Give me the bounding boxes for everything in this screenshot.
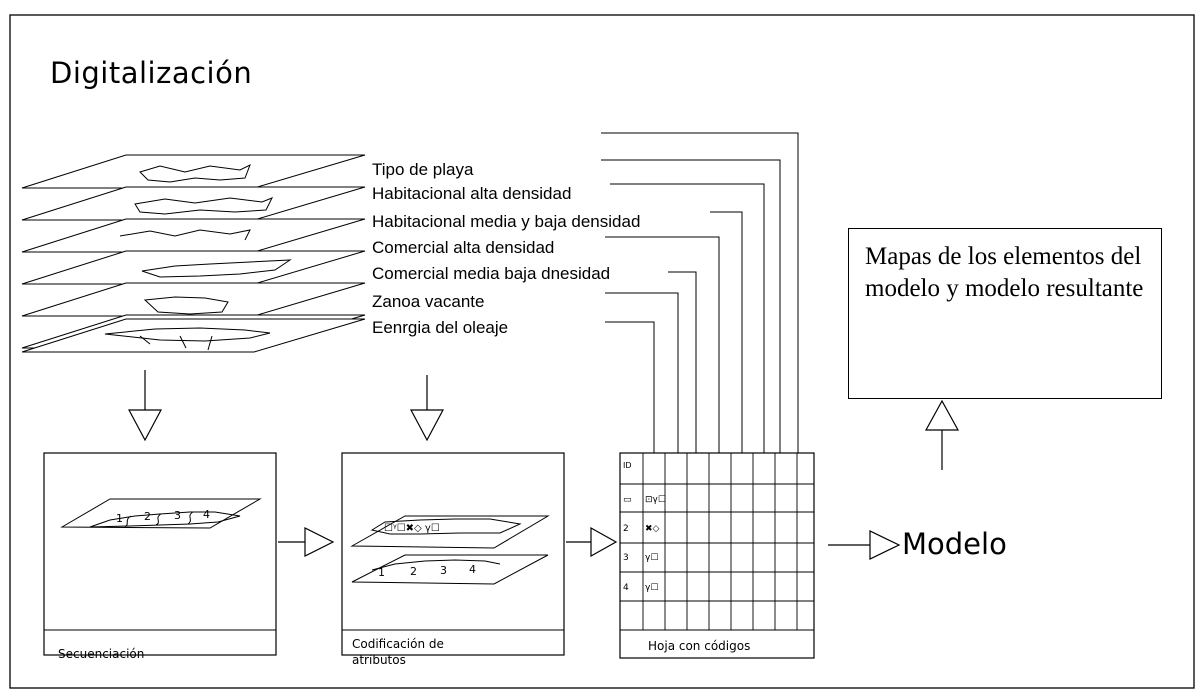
right-arrow-icon — [304, 527, 335, 557]
coast-shape — [134, 197, 274, 215]
segment-number: 3 — [174, 509, 181, 522]
layer-sheet-upper — [350, 515, 550, 549]
maps-output-text: Mapas de los elementos del modelo y mode… — [865, 243, 1144, 302]
coast-shape — [119, 229, 251, 241]
layer-sheet — [21, 186, 366, 221]
grid-cell-mark: 2 — [623, 524, 629, 534]
leader-line — [601, 159, 781, 453]
segment-number: 2 — [144, 510, 151, 523]
coast-shape — [141, 259, 292, 278]
layer-sheet — [21, 250, 366, 285]
attribute-coding-caption: Codificación de atributos — [352, 636, 444, 668]
up-arrow-icon — [924, 399, 960, 431]
coded-coast-shape — [370, 518, 522, 535]
outer-frame — [9, 14, 1195, 689]
coast-divisions — [139, 335, 213, 351]
box-frame — [341, 452, 565, 656]
coast-line — [371, 559, 501, 571]
leader-line — [668, 271, 697, 453]
grid-cell-mark: 3 — [623, 553, 629, 563]
sequencing-caption: Secuenciación — [58, 647, 145, 661]
layer-sheet — [21, 318, 366, 353]
layer-sheet — [21, 218, 366, 253]
box-frame — [619, 452, 815, 659]
grid-cell-mark: ▭ — [623, 495, 632, 505]
attribute-coding-caption-line2: atributos — [352, 653, 406, 667]
leader-line — [601, 132, 799, 453]
layer-label-commercial-high: Comercial alta densidad — [372, 238, 555, 257]
layer-label-vacant-zone: Zanoa vacante — [372, 292, 485, 311]
grid-cell-symbols: ✖◇ — [645, 524, 660, 534]
box-frame — [43, 452, 277, 656]
code-sheet-caption: Hoja con códigos — [648, 639, 751, 653]
coast-shape — [139, 163, 251, 183]
attribute-coding-caption-line1: Codificación de — [352, 637, 444, 651]
code-grid — [620, 453, 814, 630]
leader-lines — [601, 132, 799, 453]
down-arrow-icon — [410, 409, 444, 442]
layer-shapes — [104, 163, 292, 351]
up-arrow — [924, 399, 960, 470]
code-sheet-box: ID ▭ ⊡γ☐ 2 ✖◇ 3 γ☐ 4 γ☐ — [619, 452, 815, 659]
segment-number: 4 — [203, 508, 210, 521]
sequencing-box: 1 2 3 4 — [43, 452, 277, 656]
leader-line — [605, 321, 655, 453]
right-arrow-icon — [590, 526, 618, 558]
leader-line — [605, 292, 679, 453]
layer-label-wave-energy: Eenrgia del oleaje — [372, 318, 509, 337]
layer-label-housing-medium: Habitacional media y baja densidad — [372, 212, 641, 231]
leader-line — [605, 236, 720, 453]
attribute-symbols: ☐ᵞ☐✖◇ γ☐ — [384, 523, 440, 534]
layer-sheet-lower — [351, 554, 549, 585]
layer-label-beach-type: Tipo de playa — [372, 160, 474, 179]
segment-number: 3 — [440, 564, 447, 577]
grid-cell-mark: ID — [623, 461, 632, 470]
model-label: Modelo — [902, 527, 1007, 561]
down-arrows — [128, 370, 444, 442]
layer-stack — [21, 154, 366, 353]
grid-cell-symbols: γ☐ — [645, 583, 658, 593]
grid-cell-symbols: γ☐ — [645, 553, 658, 563]
leader-line — [710, 211, 743, 453]
segment-number: 4 — [469, 563, 476, 576]
segment-number: 2 — [410, 565, 417, 578]
attribute-coding-box: 1 2 3 4 ☐ᵞ☐✖◇ γ☐ — [341, 452, 565, 656]
right-arrow-icon — [869, 530, 901, 560]
coast-shape — [104, 327, 271, 342]
maps-output-box: Mapas de los elementos del modelo y mode… — [848, 228, 1162, 399]
layer-label-housing-high: Habitacional alta densidad — [372, 184, 572, 203]
leader-line — [610, 183, 765, 453]
segmented-coast-shape — [89, 511, 241, 528]
page-title: Digitalización — [50, 56, 253, 90]
layer-sheet — [21, 154, 366, 189]
layer-sheet — [21, 282, 366, 317]
grid-cell-symbols: ⊡γ☐ — [645, 495, 666, 505]
right-arrows — [278, 526, 901, 560]
grid-cell-mark: 4 — [623, 583, 629, 593]
layer-label-commercial-medium: Comercial media baja dnesidad — [372, 264, 611, 283]
coast-shape — [143, 296, 229, 315]
segment-number: 1 — [378, 566, 385, 579]
down-arrow-icon — [128, 409, 162, 442]
segment-number: 1 — [116, 512, 123, 525]
